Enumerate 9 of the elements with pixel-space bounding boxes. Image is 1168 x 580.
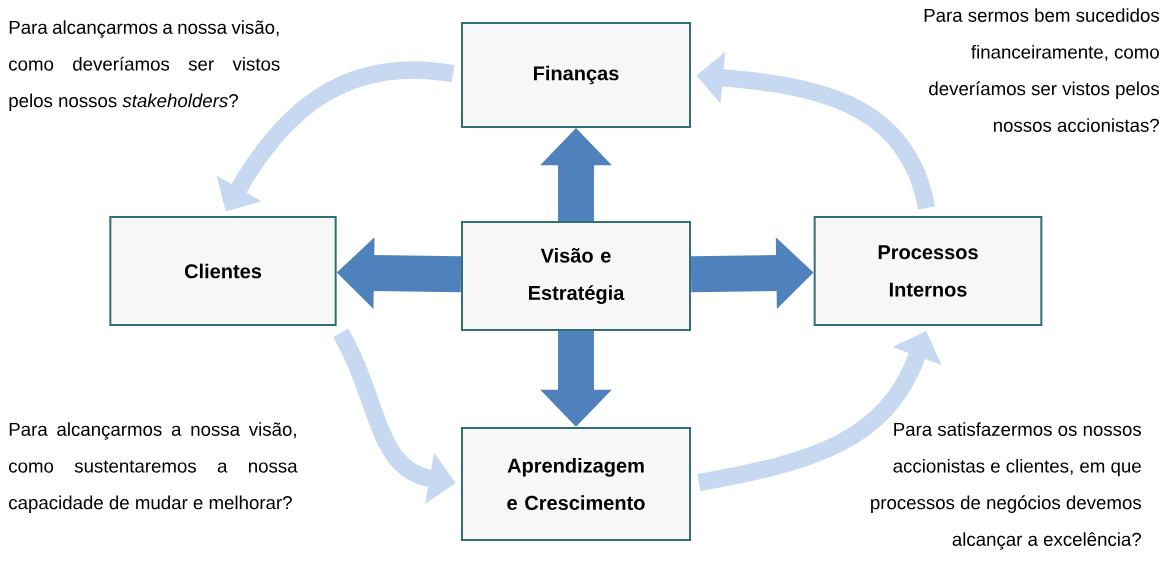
perspective-box: Visão e Estratégia [461,221,691,331]
perspective-box: Aprendizagem e Crescimento [461,427,691,541]
question-text: Para sermos bem sucedidos financeiramente, como deveríamos ser vistos pelos nossos accionistas? [924,8,1159,132]
question-text: Para satisfazermos os nossos accionistas e clientes, em que processos de negócios devemos alcançar a excelência? [871,422,1141,550]
perspective-box: Clientes [109,216,337,326]
question-text: Para alcançarmos a nossa visão, como deveríamos ser vistos pelos nossos stakeholders? [9,20,280,111]
perspective-box: Finanças [461,22,691,128]
question-text: Para alcançarmos a nossa visão, como sustentaremos a nossa capacidade de mudar e melhorar? [9,422,298,513]
perspective-box: Processos Internos [813,216,1043,326]
